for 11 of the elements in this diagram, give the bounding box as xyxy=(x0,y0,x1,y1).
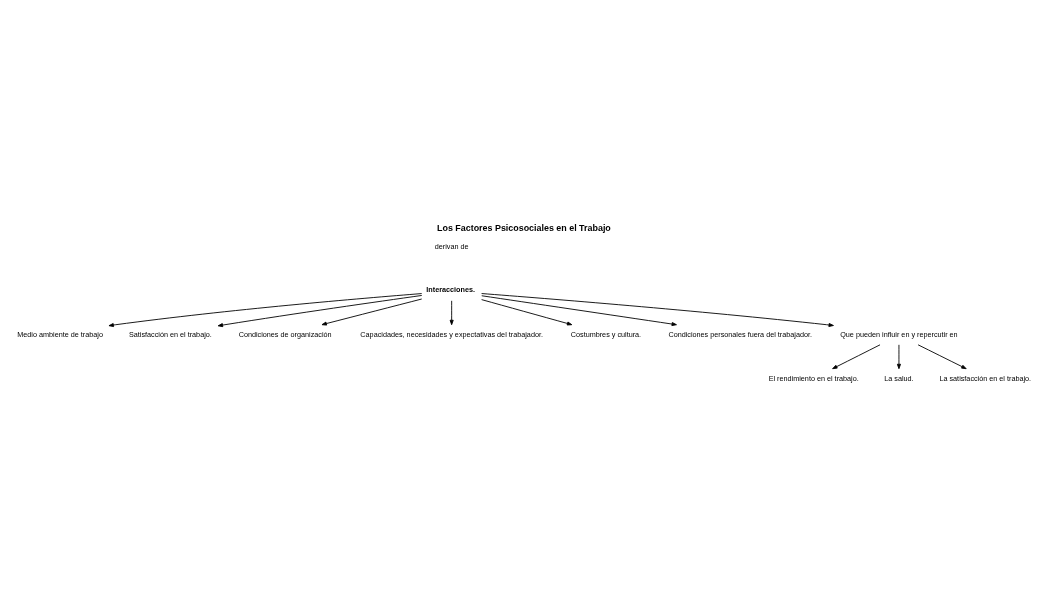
arrow xyxy=(321,298,423,326)
arrow xyxy=(217,295,423,328)
arrow xyxy=(917,344,967,370)
arrow xyxy=(481,293,834,327)
diagram-title: Los Factores Psicosociales en el Trabajo xyxy=(437,223,611,234)
arrow xyxy=(449,300,454,326)
arrow xyxy=(108,293,423,328)
arrow xyxy=(832,344,881,370)
arrow xyxy=(896,344,901,370)
arrow xyxy=(481,295,677,327)
arrow xyxy=(481,299,573,326)
